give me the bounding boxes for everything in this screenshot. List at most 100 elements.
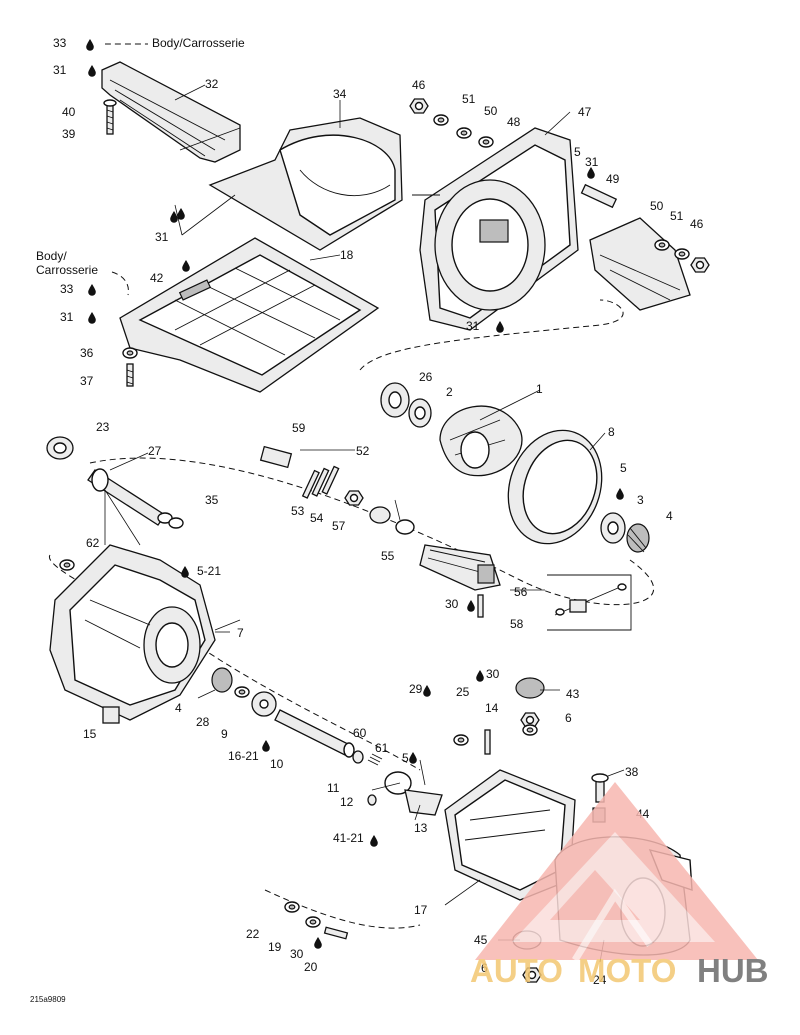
part-13-cover	[404, 789, 443, 816]
part-53-54-screws	[301, 465, 340, 499]
label-2: 2	[446, 385, 453, 399]
droplet-icon	[476, 670, 484, 682]
label-10: 10	[270, 757, 284, 771]
label-29: 29	[409, 682, 423, 696]
part-57-nut	[344, 490, 364, 506]
label-6: 6	[481, 961, 488, 975]
droplet-icon	[88, 65, 96, 77]
label-5: 5	[620, 461, 627, 475]
part-8-ring	[507, 429, 603, 545]
part-15-block	[102, 706, 120, 724]
part-35-orings	[157, 512, 184, 529]
part-25-washer	[453, 734, 469, 746]
droplet-icon	[86, 39, 94, 51]
part-labels: 33 Body/Carrosserie 31 32 40 39 34 31 46…	[30, 36, 704, 1004]
label-22: 22	[246, 927, 260, 941]
part-51-washer-right	[674, 248, 690, 260]
droplet-icon	[409, 752, 417, 764]
part-46-nut-right	[690, 257, 710, 273]
part-62-washer	[59, 559, 75, 571]
label-1: 1	[536, 382, 543, 396]
part-50-washer	[456, 127, 472, 139]
part-60-61-spring	[352, 750, 383, 766]
label-42: 42	[150, 271, 164, 285]
label-31: 31	[155, 230, 169, 244]
droplet-icon	[182, 260, 190, 272]
part-28-washer	[234, 686, 250, 698]
part-55-nozzle-parts	[369, 506, 415, 535]
label-18: 18	[340, 248, 354, 262]
label-24: 24	[593, 973, 607, 987]
part-47-housing	[412, 127, 579, 331]
label-54: 54	[310, 511, 324, 525]
part-34-duct	[208, 117, 403, 251]
label-53: 53	[291, 504, 305, 518]
part-43-plug	[515, 677, 545, 699]
label-23: 23	[96, 420, 110, 434]
label-30: 30	[486, 667, 500, 681]
label-5-21: 5-21	[197, 564, 221, 578]
droplet-icon	[262, 740, 270, 752]
droplet-icon	[423, 685, 431, 697]
label-14: 14	[485, 701, 499, 715]
label-61: 61	[375, 741, 389, 755]
label-48: 48	[507, 115, 521, 129]
label-46: 46	[412, 78, 426, 92]
part-59-clip	[259, 445, 293, 469]
part-36-washer	[122, 347, 138, 359]
label-60: 60	[353, 726, 367, 740]
assembly-outline-lower	[264, 889, 421, 929]
label-15: 15	[83, 727, 97, 741]
part-2-seal	[408, 398, 432, 428]
part-50-washer-right	[654, 239, 670, 251]
part-11-ring	[384, 771, 412, 795]
droplet-icon	[616, 488, 624, 500]
droplet-icon	[88, 312, 96, 324]
part-30-screw-top	[477, 594, 484, 618]
part-23-plug	[46, 436, 74, 460]
assembly-outline-upper	[359, 299, 624, 371]
label-4: 4	[175, 701, 182, 715]
part-26-bearing	[380, 382, 410, 418]
label-56: 56	[514, 585, 528, 599]
label-33: 33	[53, 36, 67, 50]
label-13: 13	[414, 821, 428, 835]
label-62: 62	[86, 536, 100, 550]
label-17: 17	[414, 903, 428, 917]
label-5: 5	[574, 145, 581, 159]
part-17-venturi	[444, 769, 576, 901]
label-58: 58	[510, 617, 524, 631]
part-14-screw	[484, 729, 491, 755]
part-37-screw	[126, 363, 134, 387]
label-7: 7	[237, 626, 244, 640]
label-25: 25	[456, 685, 470, 699]
droplet-icon	[370, 835, 378, 847]
label-16-21: 16-21	[228, 749, 259, 763]
part-58-inset-box	[547, 574, 632, 631]
warning-triangle-icon	[475, 782, 758, 962]
watermark-moto: MOTO	[578, 952, 676, 989]
droplet-icon	[496, 321, 504, 333]
label-19: 19	[268, 940, 282, 954]
part-1-impeller	[439, 405, 523, 477]
part-51-washer	[433, 114, 449, 126]
label-9: 9	[221, 727, 228, 741]
label-6: 6	[565, 711, 572, 725]
label-43: 43	[566, 687, 580, 701]
label-8: 8	[608, 425, 615, 439]
label-28: 28	[196, 715, 210, 729]
part-46-nut	[409, 98, 429, 114]
label-51: 51	[670, 209, 684, 223]
label-5: 5	[402, 751, 409, 765]
label-12: 12	[340, 795, 354, 809]
label-3: 3	[637, 493, 644, 507]
label-35: 35	[205, 493, 219, 507]
part-32-bracket	[101, 61, 241, 163]
label-31: 31	[585, 155, 599, 169]
drawing-code: 215a9809	[30, 995, 66, 1004]
label-11: 11	[327, 781, 340, 795]
label-59: 59	[292, 421, 306, 435]
part-49-stud	[580, 183, 618, 209]
label-body: Body/	[36, 249, 67, 263]
part-3-seal	[600, 512, 626, 544]
